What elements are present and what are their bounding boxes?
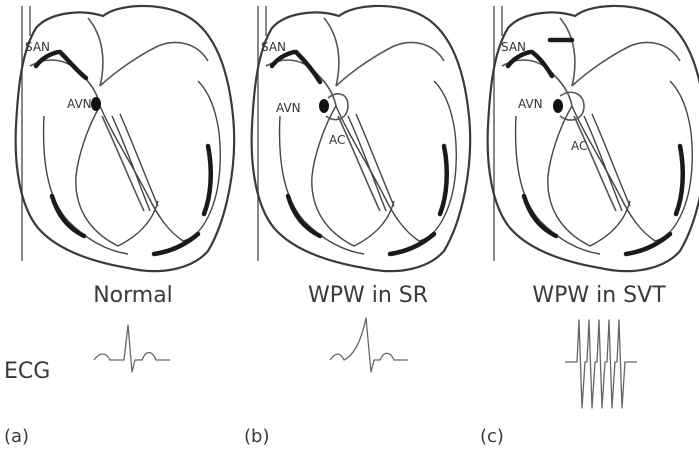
san-label-a: SAN: [25, 40, 50, 54]
avn-label-b: AVN: [276, 101, 301, 115]
avn-label-c: AVN: [518, 97, 543, 111]
san-label-c: SAN: [501, 40, 526, 54]
av-node-c: [553, 99, 563, 113]
ecg-trace-normal: [94, 325, 170, 372]
panel-a: SAN AVN Normal ECG (a): [4, 6, 234, 447]
panel-b: SAN AVN AC WPW in SR (b): [244, 6, 470, 447]
panel-title-b: WPW in SR: [308, 283, 428, 308]
san-label-b: SAN: [261, 40, 286, 54]
panel-label-a: (a): [4, 426, 29, 447]
ecg-trace-wpw-svt: [565, 320, 637, 408]
avn-label-a: AVN: [67, 97, 92, 111]
panel-label-c: (c): [480, 426, 504, 447]
internodal-path-b: [296, 52, 320, 82]
av-node-a: [91, 97, 101, 111]
ecg-label: ECG: [4, 359, 50, 384]
internodal-path-c: [532, 52, 552, 76]
ecg-trace-wpw-sr: [330, 318, 408, 372]
av-node-b: [319, 99, 329, 113]
panel-c: SAN AVN AC WPW in SVT (c): [480, 6, 699, 447]
internodal-path-a: [60, 52, 86, 78]
ac-label-c: AC: [571, 139, 587, 153]
panel-title-a: Normal: [93, 283, 173, 308]
panel-label-b: (b): [244, 426, 269, 447]
ac-label-b: AC: [329, 133, 345, 147]
panel-title-c: WPW in SVT: [532, 283, 666, 308]
